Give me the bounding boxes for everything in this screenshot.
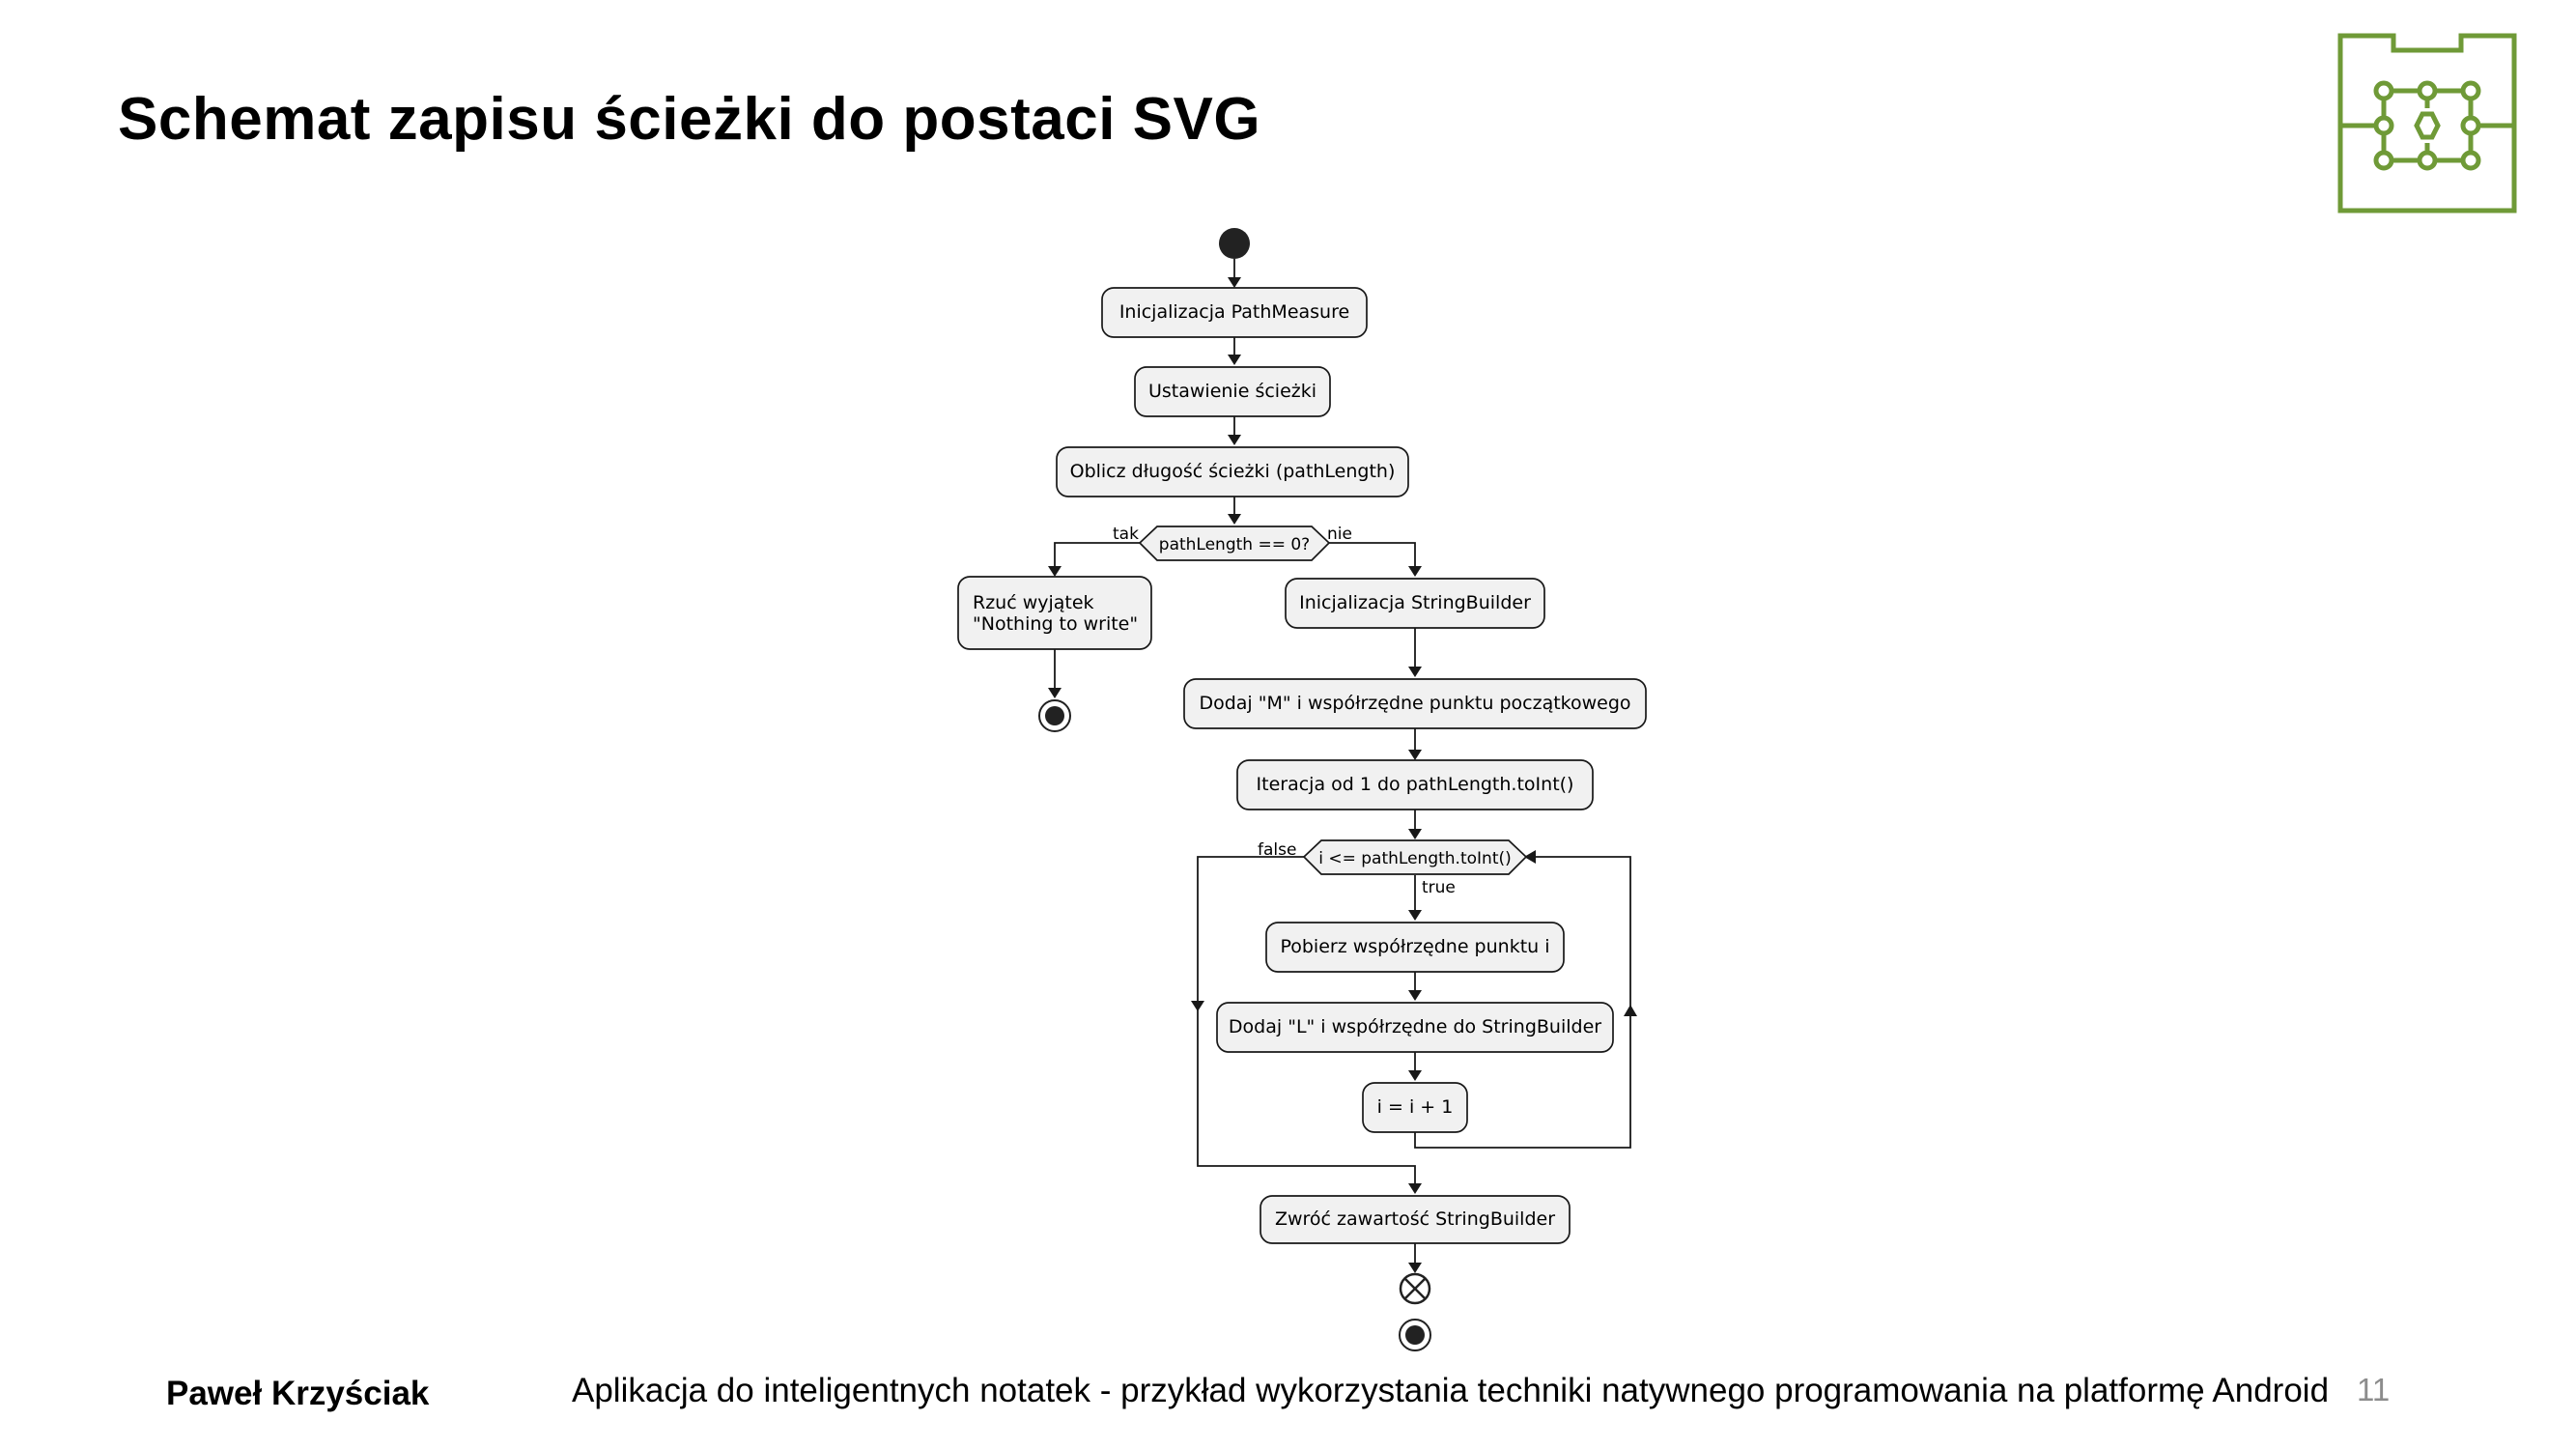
node-get-point: Pobierz współrzędne punktu i xyxy=(1265,922,1565,973)
castle-circuit-logo-icon xyxy=(2337,33,2517,213)
label-true: true xyxy=(1422,878,1456,897)
svg-text:Dodaj "M" i współrzędne punktu: Dodaj "M" i współrzędne punktu początkow… xyxy=(1199,693,1630,714)
svg-text:Rzuć wyjątek: Rzuć wyjątek xyxy=(973,592,1094,613)
start-node xyxy=(1219,228,1250,259)
node-iterate: Iteracja od 1 do pathLength.toInt() xyxy=(1236,759,1594,810)
decision-loop-condition: i <= pathLength.toInt() xyxy=(1302,839,1528,875)
decision-path-length-zero: pathLength == 0? xyxy=(1138,526,1331,561)
svg-text:Iteracja od 1 do pathLength.to: Iteracja od 1 do pathLength.toInt() xyxy=(1257,774,1574,795)
node-calc-length: Oblicz długość ścieżki (pathLength) xyxy=(1056,446,1409,497)
footer-author: Paweł Krzyściak xyxy=(166,1375,430,1412)
svg-text:Inicjalizacja StringBuilder: Inicjalizacja StringBuilder xyxy=(1299,592,1531,613)
end-node-exception xyxy=(1038,699,1071,732)
svg-text:Zwróć zawartość StringBuilder: Zwróć zawartość StringBuilder xyxy=(1275,1208,1555,1230)
label-tak: tak xyxy=(1113,525,1139,544)
node-set-path: Ustawienie ścieżki xyxy=(1134,366,1331,417)
node-increment: i = i + 1 xyxy=(1362,1082,1468,1133)
svg-text:pathLength == 0?: pathLength == 0? xyxy=(1159,535,1310,554)
page-number: 11 xyxy=(2357,1372,2391,1407)
svg-text:i <= pathLength.toInt(): i <= pathLength.toInt() xyxy=(1318,849,1512,868)
flow-final-node xyxy=(1399,1272,1431,1305)
svg-text:i = i + 1: i = i + 1 xyxy=(1377,1096,1454,1118)
node-add-l: Dodaj "L" i współrzędne do StringBuilder xyxy=(1216,1002,1614,1053)
label-nie: nie xyxy=(1327,525,1352,544)
svg-text:"Nothing to write": "Nothing to write" xyxy=(973,613,1138,635)
node-return-stringbuilder: Zwróć zawartość StringBuilder xyxy=(1260,1195,1571,1244)
label-false: false xyxy=(1258,840,1296,860)
end-node xyxy=(1399,1319,1431,1351)
svg-text:Dodaj "L" i współrzędne do Str: Dodaj "L" i współrzędne do StringBuilder xyxy=(1229,1016,1601,1037)
page-title: Schemat zapisu ścieżki do postaci SVG xyxy=(118,86,1261,153)
svg-text:Pobierz współrzędne punktu i: Pobierz współrzędne punktu i xyxy=(1280,936,1549,957)
svg-text:Inicjalizacja PathMeasure: Inicjalizacja PathMeasure xyxy=(1119,301,1349,323)
footer-presentation-title: Aplikacja do inteligentnych notatek - pr… xyxy=(572,1372,2330,1409)
node-add-m: Dodaj "M" i współrzędne punktu początkow… xyxy=(1183,678,1647,729)
diagram-edges xyxy=(1048,259,1637,1273)
node-init-path-measure: Inicjalizacja PathMeasure xyxy=(1101,287,1368,338)
node-throw-exception: Rzuć wyjątek "Nothing to write" xyxy=(957,576,1152,650)
node-init-stringbuilder: Inicjalizacja StringBuilder xyxy=(1285,578,1545,629)
svg-text:Oblicz długość ścieżki (pathLe: Oblicz długość ścieżki (pathLength) xyxy=(1070,461,1396,482)
svg-text:Ustawienie ścieżki: Ustawienie ścieżki xyxy=(1148,381,1316,402)
